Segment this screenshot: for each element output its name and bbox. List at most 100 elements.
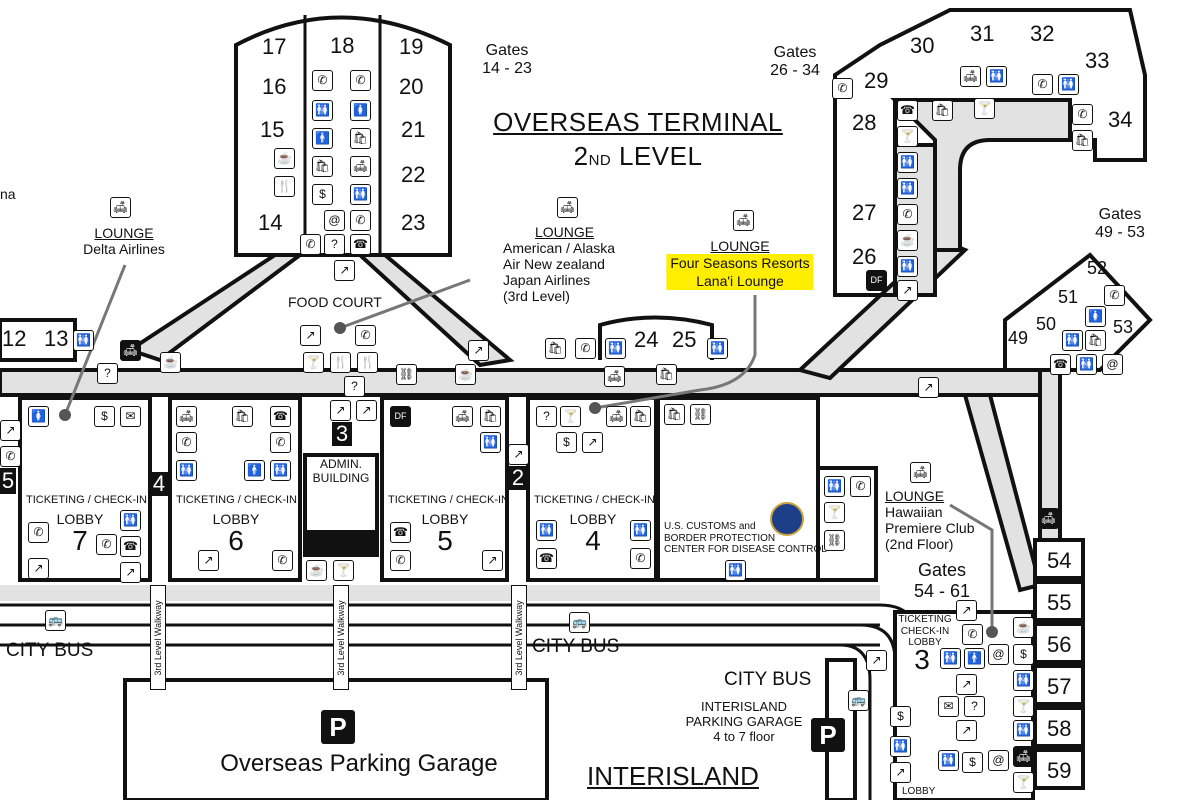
lobby4-number[interactable]: 4 — [585, 525, 601, 556]
gate-31[interactable]: 31 — [970, 21, 995, 46]
escalator-icon: ↗ — [508, 444, 529, 465]
gate-20[interactable]: 20 — [399, 74, 424, 99]
info-icon: ? — [344, 376, 365, 397]
gate-29[interactable]: 29 — [864, 68, 889, 93]
gate-25[interactable]: 25 — [672, 327, 697, 352]
gate-30[interactable]: 30 — [910, 33, 935, 58]
escalator-icon: ↗ — [582, 432, 603, 453]
lounge-icon: 🛋 — [350, 156, 371, 177]
shop-icon: 🛍 — [232, 406, 253, 427]
lobby6-number[interactable]: 6 — [228, 525, 244, 556]
walkway-center: 3rd Level Walkway — [333, 585, 349, 690]
gate-51[interactable]: 51 — [1058, 287, 1079, 307]
phone-icon: ✆ — [300, 234, 321, 255]
gate-12[interactable]: 12 — [2, 326, 27, 351]
gate-50[interactable]: 50 — [1036, 314, 1057, 334]
map-title: OVERSEAS TERMINAL — [493, 107, 783, 137]
lobby4-label: LOBBY — [569, 511, 617, 527]
shop-icon: 🛍 — [545, 338, 566, 359]
phone-icon: ✆ — [270, 432, 291, 453]
gate-15[interactable]: 15 — [260, 117, 285, 142]
shop-icon: 🛍 — [480, 406, 501, 427]
gate-52[interactable]: 52 — [1087, 258, 1108, 278]
restroom-icon: 🚻 — [890, 736, 911, 757]
restroom-icon: 🚻 — [824, 476, 845, 497]
ewa-concourse-top — [890, 98, 1072, 252]
main-concourse — [0, 368, 1062, 397]
map-subtitle: 2ND LEVEL — [573, 141, 703, 171]
lobby7-label: LOBBY — [56, 511, 104, 527]
gate-27[interactable]: 27 — [852, 200, 877, 225]
lounge-american[interactable]: LOUNGE American / Alaska Air New zealand… — [503, 224, 616, 305]
woman-icon: 🚺 — [1085, 306, 1106, 327]
food-court-label[interactable]: FOOD COURT — [288, 294, 382, 310]
gate-18[interactable]: 18 — [330, 33, 355, 58]
gate-58[interactable]: 58 — [1047, 716, 1072, 741]
restroom-icon: 🚻 — [986, 66, 1007, 87]
gate-56[interactable]: 56 — [1047, 632, 1072, 657]
lounge-four-seasons[interactable]: LOUNGE Four Seasons Resorts Lana'i Loung… — [666, 238, 814, 291]
escalator-icon: ↗ — [330, 400, 351, 421]
gate-23[interactable]: 23 — [401, 210, 426, 235]
escalator-icon: ↗ — [300, 325, 321, 346]
phone-icon: ✆ — [28, 522, 49, 543]
gate-54[interactable]: 54 — [1047, 548, 1072, 573]
escalator-icon: ↗ — [28, 558, 49, 579]
lounge-icon: 🛋 — [606, 406, 627, 427]
tty-icon: ☎ — [120, 536, 141, 557]
man-icon: 🚹 — [964, 648, 985, 669]
coffee-icon: ☕ — [160, 352, 181, 373]
gate-16[interactable]: 16 — [262, 74, 287, 99]
escalator-icon: ↗ — [120, 562, 141, 583]
gate-22[interactable]: 22 — [401, 162, 426, 187]
gate-14[interactable]: 14 — [258, 210, 283, 235]
gate-21[interactable]: 21 — [401, 117, 426, 142]
gate-55[interactable]: 55 — [1047, 590, 1072, 615]
lobby7-number[interactable]: 7 — [72, 525, 88, 556]
man-icon: 🚹 — [312, 128, 333, 149]
gate-32[interactable]: 32 — [1030, 21, 1055, 46]
shop-icon: 🛍 — [1085, 330, 1106, 351]
gate-19[interactable]: 19 — [399, 34, 424, 59]
customs-block — [656, 396, 820, 582]
gate-26[interactable]: 26 — [852, 244, 877, 269]
restroom-icon: 🚻 — [1076, 354, 1097, 375]
coffee-icon: ☕ — [1013, 617, 1034, 638]
overseas-parking-label[interactable]: Overseas Parking Garage — [220, 750, 498, 777]
coffee-icon: ☕ — [455, 364, 476, 385]
gate-59[interactable]: 59 — [1047, 758, 1072, 783]
gate-17[interactable]: 17 — [262, 34, 287, 59]
escalator-icon: ↗ — [890, 762, 911, 783]
bus-icon: 🚌 — [569, 612, 590, 633]
info-icon: ? — [324, 234, 345, 255]
gate-33[interactable]: 33 — [1085, 48, 1110, 73]
phone-icon: ✆ — [575, 338, 596, 359]
atm-icon: $ — [94, 406, 115, 427]
interisland-label: INTERISLAND — [587, 761, 759, 791]
shop-icon: 🛍 — [656, 364, 677, 385]
lobby4-ticketing: TICKETING / CHECK-IN — [534, 494, 656, 506]
lobby5-number[interactable]: 5 — [437, 525, 453, 556]
gate-53[interactable]: 53 — [1113, 317, 1134, 337]
restroom-icon: 🚻 — [312, 100, 333, 121]
food-icon: 🍴 — [357, 352, 378, 373]
gate-13[interactable]: 13 — [44, 326, 69, 351]
restroom-icon: 🚻 — [897, 256, 918, 277]
gate-28[interactable]: 28 — [852, 110, 877, 135]
gate-24[interactable]: 24 — [634, 327, 659, 352]
gate-34[interactable]: 34 — [1108, 107, 1133, 132]
gate-49[interactable]: 49 — [1008, 328, 1029, 348]
lobby5-block — [380, 396, 509, 582]
gate-57[interactable]: 57 — [1047, 674, 1072, 699]
lounge-hawaiian[interactable]: LOUNGE Hawaiian Premiere Club (2nd Floor… — [885, 488, 975, 553]
lobby3-number[interactable]: 3 — [914, 644, 930, 675]
left-diagonal-corridor — [125, 253, 306, 363]
atm-icon: $ — [312, 184, 333, 205]
walkway-right: 3rd Level Walkway — [511, 585, 527, 690]
phone-icon: ✆ — [962, 624, 983, 645]
